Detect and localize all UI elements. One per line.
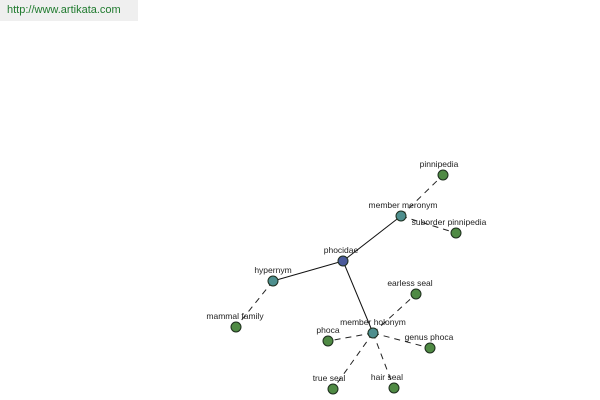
label-pinnipedia[interactable]: pinnipedia <box>420 159 459 169</box>
label-member-holonym[interactable]: member holonym <box>340 317 406 327</box>
edge-holonym-true-seal <box>332 332 374 390</box>
edge-hypernym-mammal-family <box>235 280 274 328</box>
site-url[interactable]: http://www.artikata.com <box>0 0 138 21</box>
node-earless-seal[interactable] <box>410 288 422 300</box>
label-member-meronym[interactable]: member meronym <box>369 200 438 210</box>
graph-nodes <box>230 169 462 395</box>
label-phoca[interactable]: phoca <box>316 325 339 335</box>
label-mammal-family[interactable]: mammal family <box>206 311 264 321</box>
label-phocidae[interactable]: phocidae <box>324 245 359 255</box>
edge-meronym-suborder-pinnipedia <box>400 215 457 234</box>
edge-phocidae-hypernym <box>272 260 344 282</box>
node-phocidae[interactable] <box>337 255 349 267</box>
label-true-seal[interactable]: true seal <box>313 373 346 383</box>
node-mammal-family[interactable] <box>230 321 242 333</box>
node-pinnipedia[interactable] <box>437 169 449 181</box>
edge-holonym-hair-seal <box>372 332 395 389</box>
label-hypernym[interactable]: hypernym <box>254 265 291 275</box>
node-true-seal[interactable] <box>327 383 339 395</box>
node-suborder-pinnipedia[interactable] <box>450 227 462 239</box>
label-hair-seal[interactable]: hair seal <box>371 372 403 382</box>
graph-labels: phocidae hypernym member meronym member … <box>206 159 486 383</box>
node-member-holonym[interactable] <box>367 327 379 339</box>
edge-holonym-genus-phoca <box>372 332 431 349</box>
node-hair-seal[interactable] <box>388 382 400 394</box>
edge-phocidae-member-holonym <box>342 260 374 334</box>
edge-holonym-phoca <box>327 332 374 342</box>
node-phoca[interactable] <box>322 335 334 347</box>
edge-holonym-earless-seal <box>372 293 417 334</box>
edge-phocidae-member-meronym <box>342 215 402 262</box>
graph-edges <box>235 174 457 390</box>
node-hypernym[interactable] <box>267 275 279 287</box>
node-genus-phoca[interactable] <box>424 342 436 354</box>
edge-meronym-pinnipedia <box>400 174 444 217</box>
label-suborder-pinnipedia[interactable]: suborder pinnipedia <box>412 217 487 227</box>
label-earless-seal[interactable]: earless seal <box>387 278 432 288</box>
node-member-meronym[interactable] <box>395 210 407 222</box>
label-genus-phoca[interactable]: genus phoca <box>405 332 454 342</box>
